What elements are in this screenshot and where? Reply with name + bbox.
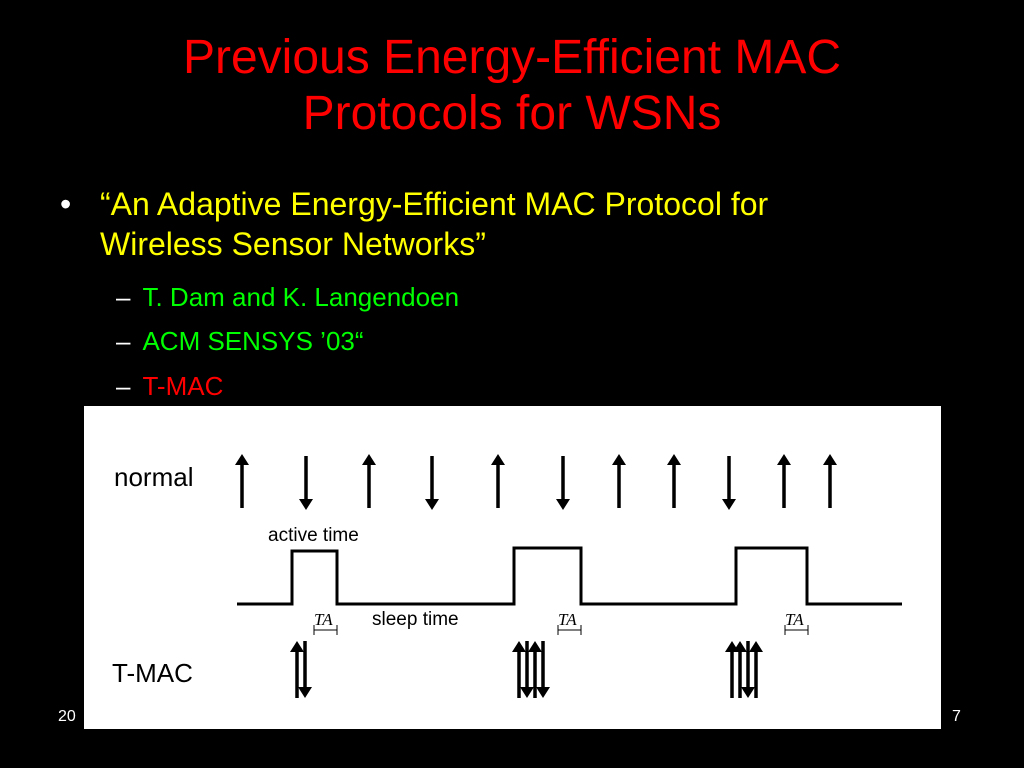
slide-title-line-1: Previous Energy-Efficient MAC — [182, 31, 842, 84]
duty-cycle-waveform — [237, 546, 902, 606]
message-arrows — [235, 454, 837, 698]
slide-title-line-2: Protocols for WSNs — [302, 87, 722, 140]
ta-label: TA — [785, 610, 804, 629]
sub-bullet-protocol: –T-MAC — [116, 371, 223, 401]
up-arrow-icon — [823, 454, 837, 508]
bullet-marker: • — [60, 186, 72, 222]
up-arrow-icon — [733, 641, 747, 698]
up-arrow-icon — [777, 454, 791, 508]
up-arrow-icon — [667, 454, 681, 508]
ta-marker: TA — [784, 610, 809, 635]
footer-date-fragment: 20 — [58, 708, 76, 725]
timing-diagram-svg: normal T-MAC active time sleep time TA T… — [112, 454, 902, 698]
down-arrow-icon — [556, 456, 570, 510]
ta-label: TA — [558, 610, 577, 629]
down-arrow-icon — [536, 641, 550, 698]
up-arrow-icon — [512, 641, 526, 698]
sub-bullet-dash: – — [116, 371, 131, 401]
down-arrow-icon — [298, 641, 312, 698]
slide-title: Previous Energy-Efficient MAC Protocols … — [0, 30, 1024, 142]
down-arrow-icon — [741, 641, 755, 698]
sub-bullet-dash: – — [116, 326, 131, 356]
tmac-timing-diagram: normal T-MAC active time sleep time TA T… — [84, 406, 941, 729]
up-arrow-icon — [612, 454, 626, 508]
up-arrow-icon — [528, 641, 542, 698]
sub-bullet-text: T. Dam and K. Langendoen — [142, 282, 460, 312]
up-arrow-icon — [749, 641, 763, 698]
slide-number: 7 — [952, 708, 961, 725]
down-arrow-icon — [299, 456, 313, 510]
tmac-row-label: T-MAC — [112, 658, 193, 688]
bullet-text: “An Adaptive Energy-Efficient MAC Protoc… — [100, 184, 980, 264]
bullet-text-line-1: “An Adaptive Energy-Efficient MAC Protoc… — [100, 186, 769, 222]
sub-bullet-dash: – — [116, 282, 131, 312]
active-time-label: active time — [268, 525, 359, 546]
sleep-time-label: sleep time — [372, 609, 459, 630]
up-arrow-icon — [491, 454, 505, 508]
ta-label: TA — [314, 610, 333, 629]
normal-row-label: normal — [114, 462, 193, 492]
main-bullet: • “An Adaptive Energy-Efficient MAC Prot… — [60, 184, 980, 264]
sub-bullet-text: ACM SENSYS ’03“ — [142, 326, 364, 356]
ta-marker: TA — [557, 610, 582, 635]
bullet-text-line-2: Wireless Sensor Networks” — [100, 226, 486, 262]
down-arrow-icon — [520, 641, 534, 698]
sub-bullet-text: T-MAC — [142, 371, 224, 401]
ta-marker: TA — [313, 610, 338, 635]
down-arrow-icon — [722, 456, 736, 510]
up-arrow-icon — [235, 454, 249, 508]
sub-bullet-venue: –ACM SENSYS ’03“ — [116, 326, 364, 356]
down-arrow-icon — [425, 456, 439, 510]
up-arrow-icon — [290, 641, 304, 698]
up-arrow-icon — [362, 454, 376, 508]
sub-bullet-authors: –T. Dam and K. Langendoen — [116, 282, 459, 312]
